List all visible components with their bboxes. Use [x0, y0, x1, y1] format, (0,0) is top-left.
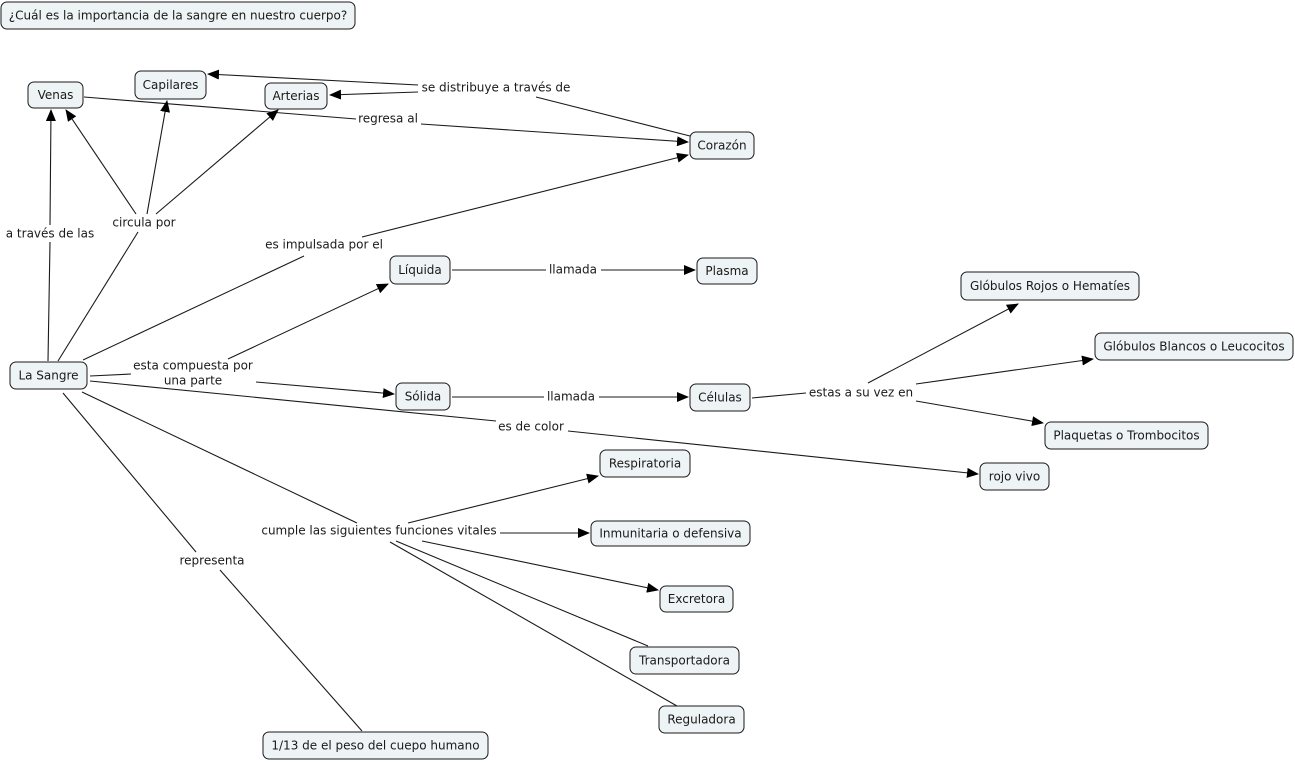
concept-solida-label: Sólida: [405, 390, 442, 404]
concept-la-sangre[interactable]: La Sangre: [9, 361, 88, 390]
concept-liquida[interactable]: Líquida: [389, 255, 451, 285]
concept-plasma[interactable]: Plasma: [696, 257, 758, 285]
edge-cumple-to-respiratoria: [407, 473, 599, 524]
concept-celulas[interactable]: Células: [689, 383, 751, 412]
concept-respiratoria-label: Respiratoria: [609, 457, 681, 471]
edge-estas-to-plaquetas: [915, 400, 1044, 427]
edge-estas-to-blancos: [915, 355, 1094, 385]
link-estas[interactable]: estas a su vez en: [809, 386, 913, 400]
edge-color-to-rojo-vivo: [567, 430, 979, 478]
concept-plaquetas-label: Plaquetas o Trombocitos: [1053, 429, 1199, 443]
edge-sangre-to-representa: [62, 392, 197, 553]
concept-globulos-blancos[interactable]: Glóbulos Blancos o Leucocitos: [1094, 332, 1294, 361]
edge-sangre-to-cumple: [81, 391, 358, 524]
concept-inmunitaria-label: Inmunitaria o defensiva: [599, 527, 741, 541]
link-circula[interactable]: circula por: [112, 216, 175, 230]
concept-venas[interactable]: Venas: [27, 81, 84, 109]
link-compuesta-line2[interactable]: una parte: [164, 374, 222, 388]
concept-peso-corporal[interactable]: 1/13 de el peso del cuepo humano: [262, 731, 489, 760]
edge-celulas-to-estas: [751, 392, 807, 399]
concept-globulos-rojos[interactable]: Glóbulos Rojos o Hematíes: [960, 271, 1140, 301]
concept-corazon-label: Corazón: [697, 139, 746, 153]
concept-question-label: ¿Cuál es la importancia de la sangre en …: [9, 9, 348, 23]
edge-distribuye-to-arterias: [329, 89, 419, 100]
concept-respiratoria[interactable]: Respiratoria: [599, 449, 691, 478]
edge-circula-to-arterias: [155, 109, 279, 215]
edge-impulsada-to-corazon: [361, 152, 689, 238]
edge-sangre-to-circula: [57, 231, 139, 362]
edge-a-traves-to-venas: [45, 109, 56, 226]
concept-arterias[interactable]: Arterias: [264, 82, 328, 110]
link-llamada-celulas[interactable]: llamada: [547, 390, 595, 404]
edge-compuesta-to-solida: [255, 381, 395, 399]
concept-reguladora[interactable]: Reguladora: [658, 705, 745, 734]
concept-question[interactable]: ¿Cuál es la importancia de la sangre en …: [0, 1, 356, 30]
concept-arterias-label: Arterias: [272, 89, 319, 103]
concept-excretora-label: Excretora: [668, 592, 725, 606]
concept-la-sangre-label: La Sangre: [18, 369, 78, 383]
edge-sangre-to-compuesta: [89, 373, 132, 377]
concept-capilares-label: Capilares: [143, 78, 199, 92]
concept-transportadora[interactable]: Transportadora: [629, 646, 740, 675]
concept-solida[interactable]: Sólida: [395, 382, 451, 411]
edge-circula-to-venas: [65, 109, 137, 215]
concept-peso-corporal-label: 1/13 de el peso del cuepo humano: [271, 739, 479, 753]
linking-phrases: se distribuye a través de regresa al a t…: [6, 81, 913, 568]
concept-transportadora-label: Transportadora: [638, 654, 730, 668]
edge-sangre-to-impulsada: [82, 255, 305, 361]
edge-compuesta-to-liquida: [227, 283, 389, 360]
concept-liquida-label: Líquida: [398, 263, 442, 277]
edge-circula-to-capilares: [146, 100, 171, 215]
link-compuesta-line1[interactable]: esta compuesta por: [133, 359, 253, 373]
edge-representa-to-peso: [219, 569, 363, 732]
link-impulsada[interactable]: es impulsada por el: [265, 238, 383, 252]
edge-estas-to-rojos: [867, 303, 1019, 384]
concept-reguladora-label: Reguladora: [667, 713, 735, 727]
concept-capilares[interactable]: Capilares: [134, 70, 207, 100]
concept-inmunitaria[interactable]: Inmunitaria o defensiva: [590, 520, 751, 547]
link-cumple[interactable]: cumple las siguientes funciones vitales: [261, 524, 496, 538]
edges: [45, 69, 1094, 732]
edge-venas-to-regresa: [83, 96, 357, 120]
concept-globulos-blancos-label: Glóbulos Blancos o Leucocitos: [1103, 340, 1284, 354]
edge-sangre-to-color: [89, 380, 497, 422]
link-color[interactable]: es de color: [498, 420, 564, 434]
concept-plasma-label: Plasma: [705, 264, 748, 278]
edge-corazon-to-distribuye: [535, 96, 691, 137]
concept-globulos-rojos-label: Glóbulos Rojos o Hematíes: [970, 279, 1130, 293]
edge-cumple-to-reguladora: [389, 541, 678, 707]
link-a-traves[interactable]: a través de las: [6, 227, 94, 241]
edge-regresa-to-corazon: [420, 123, 689, 147]
concept-venas-label: Venas: [38, 88, 74, 102]
edge-distribuye-to-capilares: [207, 69, 419, 86]
edge-cumple-to-transportadora: [395, 540, 649, 647]
edge-cumple-to-excretora: [421, 540, 659, 593]
concept-excretora[interactable]: Excretora: [659, 585, 734, 613]
link-distribuye[interactable]: se distribuye a través de: [422, 81, 571, 95]
concept-rojo-vivo-label: rojo vivo: [989, 470, 1040, 484]
concept-plaquetas[interactable]: Plaquetas o Trombocitos: [1044, 421, 1209, 450]
link-regresa[interactable]: regresa al: [358, 112, 418, 126]
link-llamada-plasma[interactable]: llamada: [549, 263, 597, 277]
concept-corazon[interactable]: Corazón: [689, 131, 755, 160]
concept-celulas-label: Células: [698, 391, 742, 405]
concept-rojo-vivo[interactable]: rojo vivo: [979, 462, 1050, 491]
link-representa[interactable]: representa: [179, 554, 244, 568]
edge-sangre-to-a-traves: [47, 241, 51, 362]
